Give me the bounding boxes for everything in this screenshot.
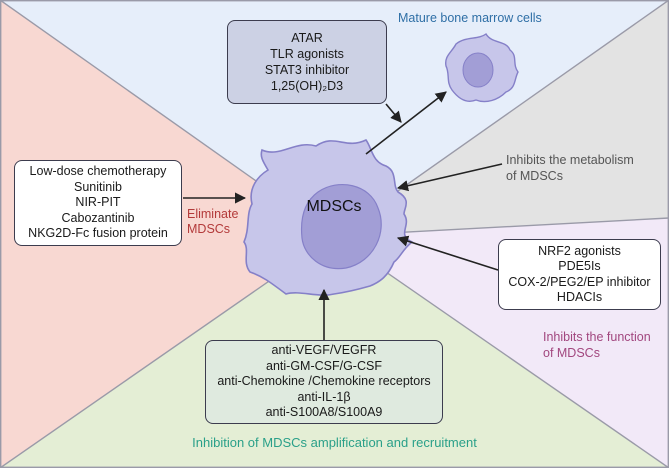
top-item: 1,25(OH)₂D3 [270, 79, 344, 93]
right-item: PDE5Is [558, 259, 601, 273]
bottom-item: anti-S100A8/S100A9 [265, 405, 383, 420]
right-item: NRF2 agonists [538, 243, 621, 258]
left-item: Sunitinib [74, 179, 122, 194]
right-item: COX-2/PEG2/EP inhibitor [508, 274, 651, 289]
left-treatments-box: Low-dose chemotherapy Sunitinib NIR-PIT … [14, 160, 182, 246]
eliminate-mdscs-label: Eliminate MDSCs [187, 207, 239, 236]
bottom-treatments-box: anti-VEGF/VEGFR anti-GM-CSF/G-CSF anti-C… [205, 340, 443, 424]
bottom-item: anti-VEGF/VEGFR [271, 343, 377, 358]
top-item: ATAR [291, 31, 323, 45]
center-label-mdscs: MDSCs [306, 198, 362, 215]
arrow-metabolism-to-cell [396, 163, 503, 192]
mdsc-nucleus [300, 184, 382, 270]
right-item: HDACIs [556, 290, 603, 304]
arrow-top-box-to-cell [385, 103, 402, 123]
mature-cell-nucleus [462, 52, 494, 88]
top-item: TLR agonists [270, 47, 344, 61]
left-item: Low-dose chemotherapy [29, 164, 167, 179]
top-treatments-box: ATAR TLR agonists STAT3 inhibitor 1,25(O… [227, 20, 387, 104]
arrow-cell-to-mature-cell [365, 91, 447, 155]
bottom-item: anti-IL-1β [297, 389, 351, 404]
inhibits-function-label: Inhibits the function of MDSCs [543, 330, 651, 360]
left-item: NIR-PIT [75, 195, 121, 210]
bottom-item: anti-GM-CSF/G-CSF [266, 358, 382, 373]
inhibits-metabolism-label: Inhibits the metabolism of MDSCs [506, 153, 634, 183]
right-treatments-box: NRF2 agonists PDE5Is COX-2/PEG2/EP inhib… [498, 239, 661, 310]
amplification-recruitment-label: Inhibition of MDSCs amplification and re… [192, 435, 477, 450]
mature-bone-marrow-label: Mature bone marrow cells [398, 11, 542, 25]
bottom-item: anti-Chemokine /Chemokine receptors [217, 374, 431, 389]
left-item: Cabozantinib [61, 210, 135, 225]
arrows [183, 91, 503, 340]
top-item: STAT3 inhibitor [264, 63, 350, 77]
arrow-function-box-to-cell [396, 235, 499, 271]
left-item: NKG2D-Fc fusion protein [28, 226, 168, 241]
